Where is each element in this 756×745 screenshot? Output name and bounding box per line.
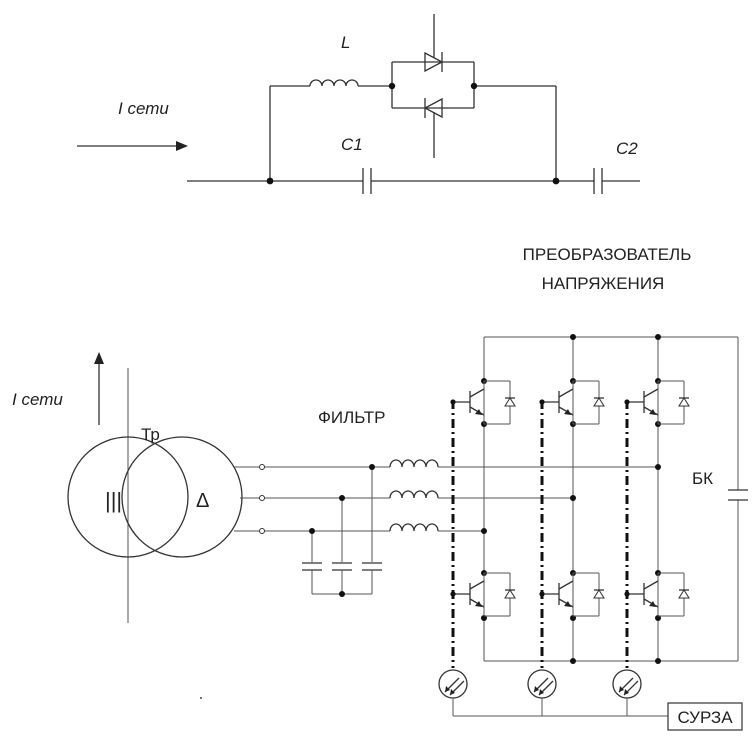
capacitor-bank-label: БК [692,469,713,488]
optocoupler-1 [438,669,468,699]
top-current-arrowhead [176,141,188,151]
igbt-module-4 [539,572,605,617]
filter-inductor-a [389,459,439,468]
top-circuit: I сети C1 C2 L [77,14,640,194]
transformer-primary [67,436,189,558]
control-block-label: СУРЗА [677,708,733,727]
transformer-secondary [121,436,243,558]
c1-label: C1 [341,135,363,154]
control-block [667,702,743,731]
converter-label-line1: ПРЕОБРАЗОВАТЕЛЬ [523,245,692,264]
top-current-label: I сети [118,99,169,118]
filter-inductor-c [389,523,439,532]
primary-winding-symbol: ||| [105,488,122,513]
igbt-modules [450,380,690,617]
converter-label-line2: НАПРЯЖЕНИЯ [542,274,665,293]
inductor-label: L [341,33,350,52]
filter-label: ФИЛЬТР [318,408,385,427]
bottom-current-label: I сети [12,390,63,409]
igbt-module-1 [450,380,516,425]
inductor-l [309,79,359,87]
secondary-winding-symbol: Δ [196,490,209,512]
optocoupler-3 [612,669,642,699]
transformer-label: Тр [141,425,160,444]
igbt-module-5 [624,380,690,425]
igbt-module-2 [450,572,516,617]
filter-inductor-b [389,490,439,499]
bottom-current-arrowhead [94,352,104,364]
bottom-circuit: ПРЕОБРАЗОВАТЕЛЬ НАПРЯЖЕНИЯ I сети ||| Δ … [12,245,748,731]
igbt-module-3 [539,380,605,425]
optocoupler-2 [527,669,557,699]
igbt-module-6 [624,572,690,617]
c2-label: C2 [616,139,638,158]
